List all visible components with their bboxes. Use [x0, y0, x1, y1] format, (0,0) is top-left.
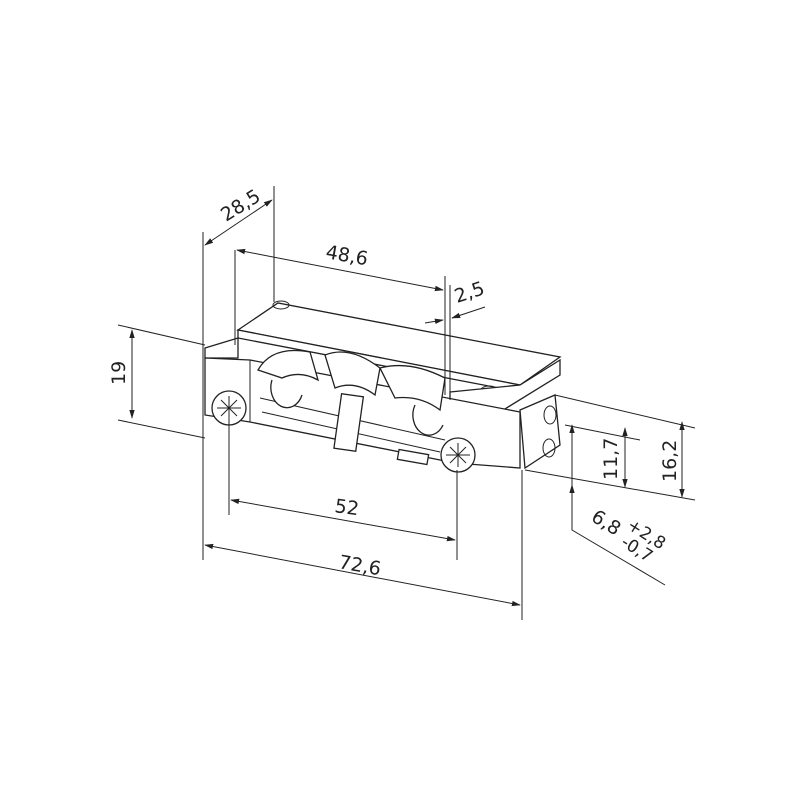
terminal-block: [519, 394, 561, 470]
screw-right-icon: [440, 437, 476, 473]
dim-line-52: [230, 498, 456, 542]
label-length-top: 48,6: [324, 241, 369, 270]
dim-line-72-6: [204, 543, 521, 607]
dim-line-2-5a: [424, 318, 444, 324]
roller-curve: [270, 379, 303, 409]
label-screw-spacing: 52: [333, 495, 360, 520]
left-flange: [204, 337, 239, 359]
latch-roller-center: [324, 351, 381, 397]
dim-line-2-5b: [451, 306, 486, 319]
bottom-tab: [396, 448, 430, 466]
roller-curve: [412, 404, 444, 436]
label-lip-offset: 2,5: [452, 277, 488, 307]
latch-tongue: [333, 392, 365, 452]
extension-lines: [117, 186, 696, 620]
screw-left-icon: [211, 390, 247, 426]
label-length-total: 72,6: [337, 551, 382, 580]
label-height-terminal-inner: 11,7: [600, 438, 622, 480]
strike-body: [204, 300, 562, 473]
terminal-screw-icon: [542, 438, 556, 458]
dimension-lines: [129, 199, 685, 607]
dim-line-28-5: [204, 199, 273, 246]
label-height-terminal-outer: 16,2: [659, 440, 681, 482]
label-latch-depth-base: 6,8: [587, 506, 624, 541]
label-height-front: 19: [108, 361, 130, 385]
terminal-screw-icon: [543, 405, 557, 425]
label-depth-total: 28,5: [217, 185, 265, 226]
top-plate-hole-icon: [272, 300, 290, 310]
leader-6-8: [571, 497, 666, 586]
latch-roller-left: [257, 349, 320, 382]
latch-roller-right: [379, 364, 446, 412]
dim-line-48-6: [236, 248, 444, 292]
